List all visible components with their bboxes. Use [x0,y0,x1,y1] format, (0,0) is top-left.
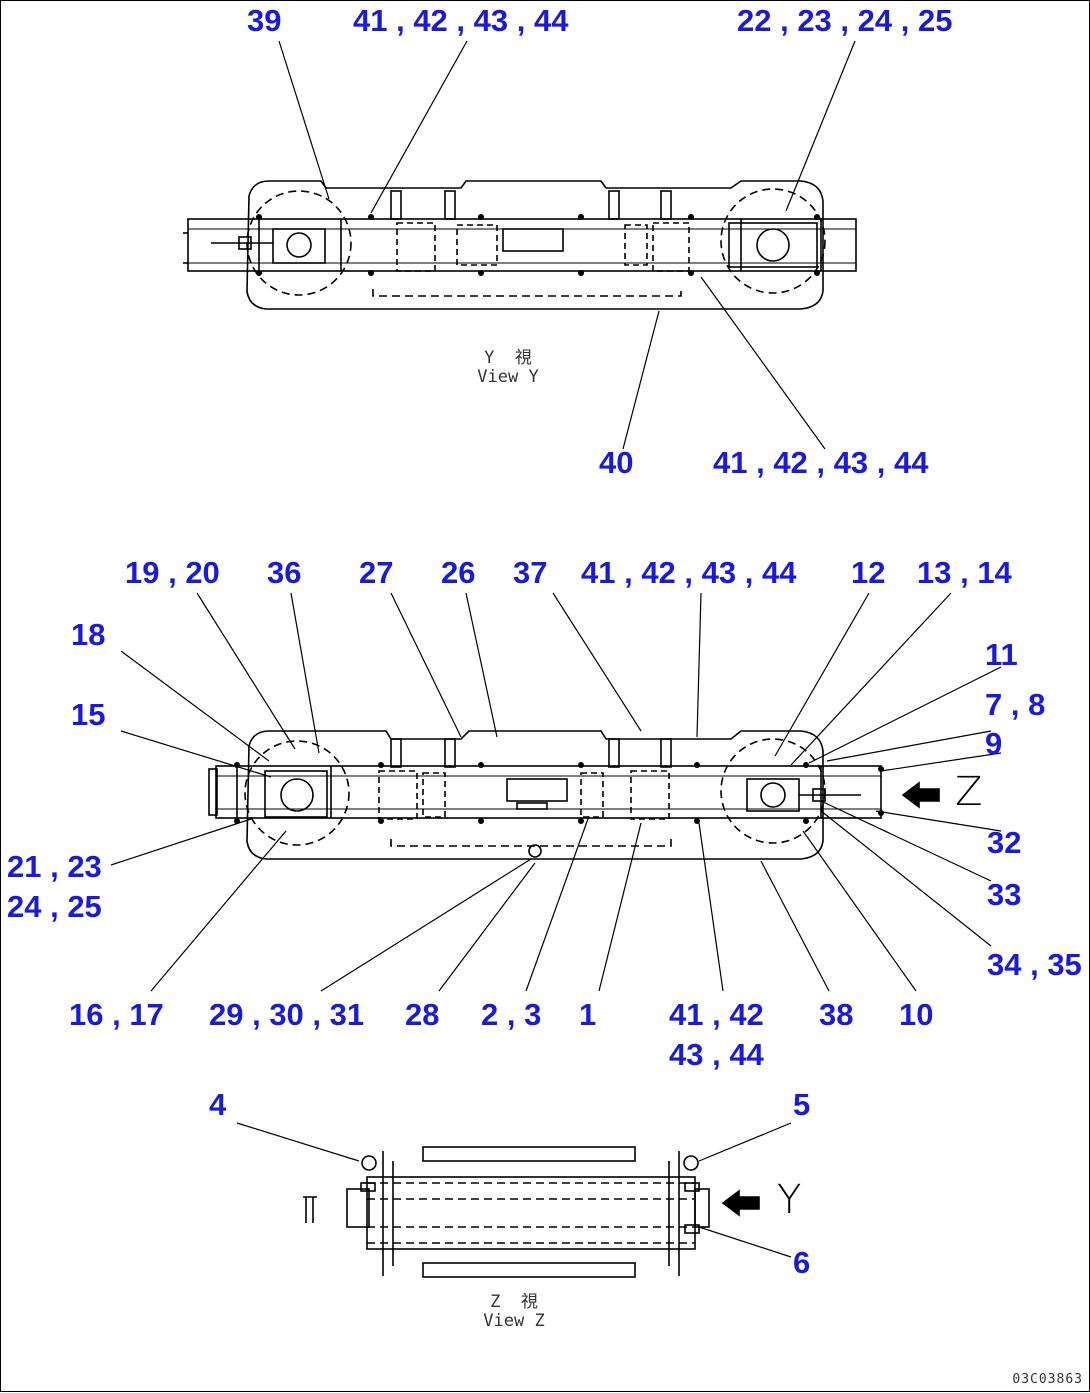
bottom-leaders [236,1122,792,1258]
top-leaders [278,40,856,450]
callout-6: 6 [793,1245,811,1280]
callout-39: 39 [247,3,282,38]
callout-1: 1 [579,997,597,1032]
arrow-y-icon [721,1189,760,1217]
callout-19-20: 19 , 20 [125,555,220,590]
callout-26: 26 [441,555,476,590]
arrow-z-icon [901,781,940,809]
callout-41-44-bottom: 41 , 42 , 43 , 44 [713,445,929,480]
callout-28: 28 [405,997,440,1032]
callout-22-25: 22 , 23 , 24 , 25 [737,3,953,38]
callout-41-44-top: 41 , 42 , 43 , 44 [353,3,569,38]
callout-29-31: 29 , 30 , 31 [209,997,365,1032]
callout-7-8: 7 , 8 [985,687,1046,722]
callout-43-44-lower: 43 , 44 [669,1037,764,1072]
view-z-caption: Z 視 View Z [483,1292,545,1331]
middle-leaders [110,592,1002,992]
callout-21-23: 21 , 23 [7,849,102,884]
callout-10: 10 [899,997,934,1032]
middle-view-drawing [208,730,884,860]
bottom-view-drawing [303,1146,710,1278]
callout-4: 4 [209,1087,227,1122]
callout-32: 32 [987,825,1022,860]
view-y-caption: Y 視 View Y [477,348,539,387]
callout-38: 38 [819,997,854,1032]
callout-40: 40 [599,445,634,480]
top-view-drawing [183,180,857,310]
callout-13-14: 13 , 14 [917,555,1012,590]
callout-27: 27 [359,555,394,590]
callout-34-35: 34 , 35 [987,947,1082,982]
callout-33: 33 [987,877,1022,912]
callout-2-3: 2 , 3 [481,997,542,1032]
callout-5: 5 [793,1087,811,1122]
callout-11: 11 [985,637,1018,672]
callout-9: 9 [985,726,1003,761]
callout-15: 15 [71,697,106,732]
callout-18: 18 [71,617,106,652]
figure-code: 03C03863 [1012,1372,1083,1387]
callout-36: 36 [267,555,302,590]
callout-16-17: 16 , 17 [69,997,164,1032]
callout-12: 12 [851,555,886,590]
callout-37: 37 [513,555,548,590]
arrow-z-label: Z [955,769,983,815]
callout-24-25: 24 , 25 [7,889,102,924]
arrow-y-label: Y [777,1177,802,1223]
callout-41-44-middle: 41 , 42 , 43 , 44 [581,555,797,590]
callout-41-42-lower: 41 , 42 [669,997,764,1032]
